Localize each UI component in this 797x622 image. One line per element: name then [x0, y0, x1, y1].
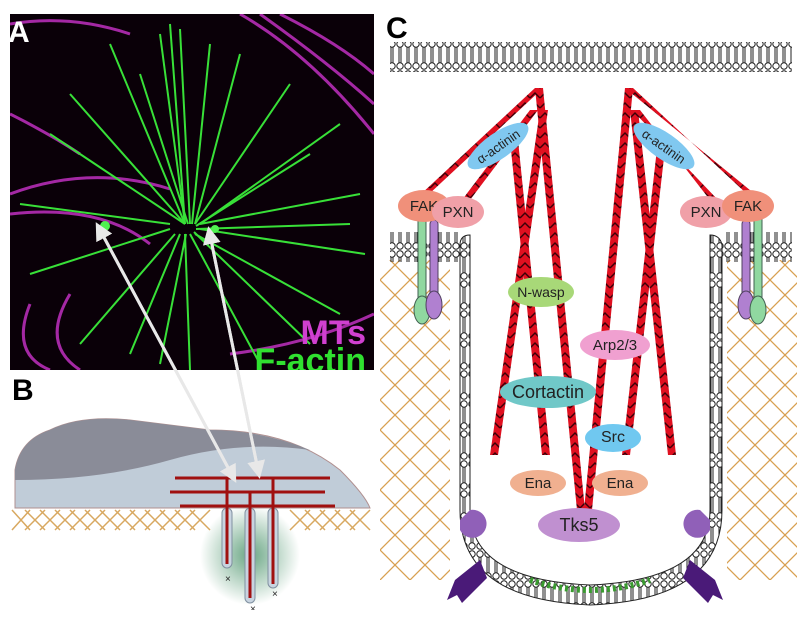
invadopodium-spot	[211, 225, 219, 233]
protein-pxn-left: PXN	[432, 196, 484, 228]
protein-n-wasp: N-wasp	[508, 277, 574, 307]
svg-text:×: ×	[225, 574, 231, 585]
panel-label-c: C	[386, 12, 408, 45]
legend-f-actin: F-actin	[254, 342, 366, 370]
panel-label-a: A	[8, 16, 30, 49]
protein-ena-left: Ena	[510, 470, 566, 496]
panel-c-invadopodium-model: FAK PXN α-actinin α-actinin PXN FAK N-wa…	[380, 40, 797, 617]
lipid-raft	[529, 577, 651, 593]
protein-tks5: Tks5	[538, 508, 620, 542]
integrins	[413, 214, 767, 325]
protein-src: Src	[585, 424, 641, 452]
protein-fak-right: FAK	[722, 190, 774, 222]
invadopodium-spot	[100, 221, 110, 231]
svg-text:×: ×	[272, 589, 278, 600]
invadopodia-actin	[225, 478, 275, 598]
panel-a-micrograph: MTs F-actin	[10, 14, 374, 370]
protein-cortactin: Cortactin	[500, 376, 596, 408]
mmp-proteases	[447, 509, 723, 603]
legend-mts: MTs	[300, 314, 366, 352]
protein-ena-right: Ena	[592, 470, 648, 496]
panel-label-b: B	[12, 374, 34, 407]
panel-b-cell-schematic: × × ×	[10, 400, 380, 615]
protease-markers: × × ×	[225, 574, 278, 615]
svg-text:×: ×	[250, 604, 256, 610]
protein-arp2-3: Arp2/3	[580, 330, 650, 360]
ecm-matrix	[11, 509, 371, 531]
top-membrane	[390, 42, 792, 72]
